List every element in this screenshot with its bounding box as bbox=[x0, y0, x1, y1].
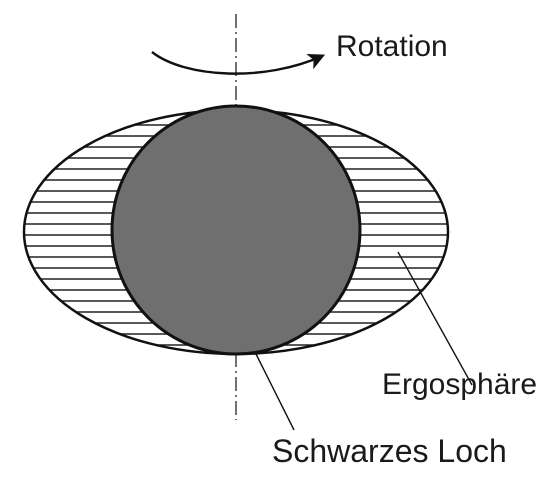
rotation-arrow bbox=[151, 51, 326, 75]
ergosphere-label: Ergosphäre bbox=[382, 368, 537, 401]
black-hole-leader-line bbox=[254, 351, 295, 431]
black-hole-disc bbox=[110, 104, 362, 356]
rotation-label: Rotation bbox=[336, 30, 448, 63]
black-hole-label: Schwarzes Loch bbox=[272, 433, 507, 469]
ergosphere-leader-line bbox=[397, 251, 473, 386]
